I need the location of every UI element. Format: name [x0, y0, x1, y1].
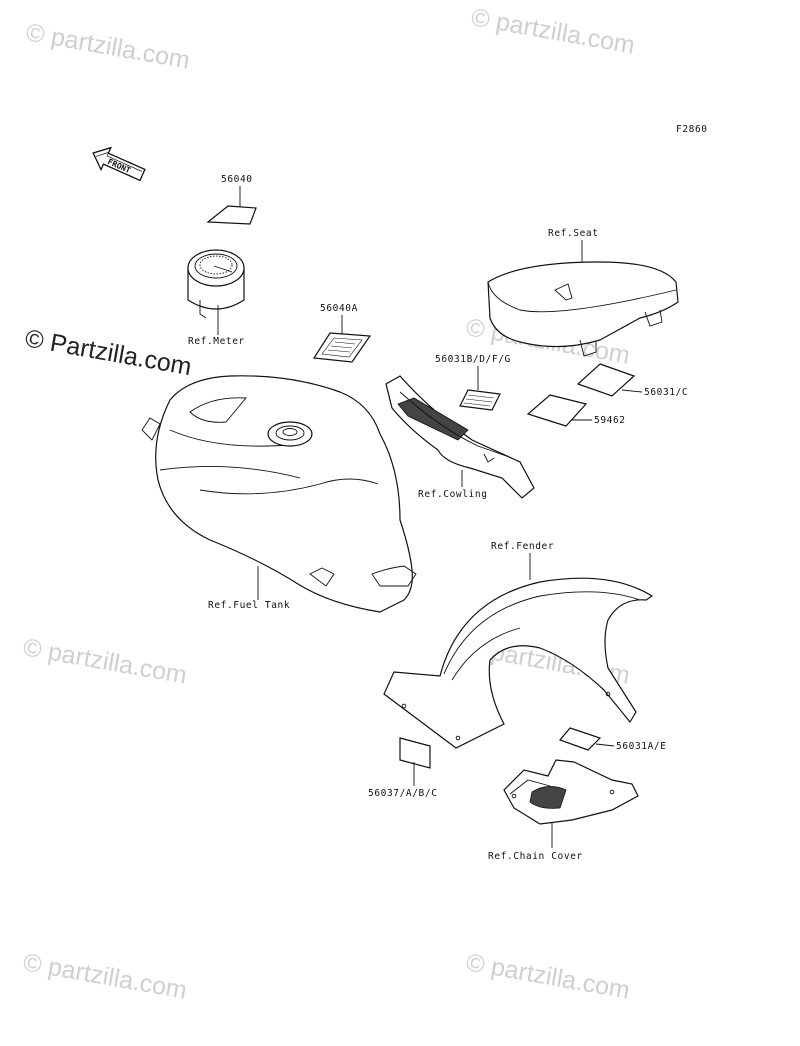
fuel-tank-part: Ref.Fuel Tank: [141, 375, 417, 613]
decal-56040: 56040: [206, 174, 257, 225]
label-56031bdfg: 56031B/D/F/G: [435, 354, 511, 365]
seat-part: Ref.Seat: [487, 228, 679, 357]
fender-part: Ref.Fender: [383, 541, 654, 749]
watermark-main: © Partzilla.com: [23, 324, 194, 381]
watermark-tile: © partzilla.com: [21, 633, 189, 689]
watermark-tile: © partzilla.com: [24, 18, 192, 74]
decal-56040a: 56040A: [312, 303, 372, 363]
label-56031ae: 56031A/E: [616, 741, 667, 752]
watermark-tile: © partzilla.com: [469, 3, 637, 59]
label-ref-chain-cover: Ref.Chain Cover: [488, 851, 583, 862]
figure-code: F2860: [676, 124, 708, 135]
label-ref-meter: Ref.Meter: [188, 336, 245, 347]
decal-56031ae: 56031A/E: [558, 727, 667, 752]
decal-56037abc: 56037/A/B/C: [368, 737, 438, 799]
label-56037abc: 56037/A/B/C: [368, 788, 438, 799]
meter-part: Ref.Meter: [187, 249, 245, 347]
chain-cover-part: Ref.Chain Cover: [488, 759, 639, 862]
label-ref-cowling: Ref.Cowling: [418, 489, 488, 500]
label-ref-fender: Ref.Fender: [491, 541, 554, 552]
label-56040a: 56040A: [320, 303, 358, 314]
decal-shape: [206, 205, 257, 225]
label-ref-seat: Ref.Seat: [548, 228, 599, 239]
decal-56031c: 56031/C: [576, 363, 688, 398]
watermark-tile: © partzilla.com: [464, 948, 632, 1004]
label-56040: 56040: [221, 174, 253, 185]
watermark-tile: © partzilla.com: [21, 948, 189, 1004]
label-59462: 59462: [594, 415, 626, 426]
decal-56031bdfg: 56031B/D/F/G: [435, 354, 511, 411]
cowling-part: Ref.Cowling: [385, 375, 535, 500]
decal-59462: 59462: [526, 394, 626, 427]
label-ref-fuel-tank: Ref.Fuel Tank: [208, 600, 290, 611]
label-56031c: 56031/C: [644, 387, 688, 398]
front-arrow-icon: FRONT: [92, 146, 146, 182]
